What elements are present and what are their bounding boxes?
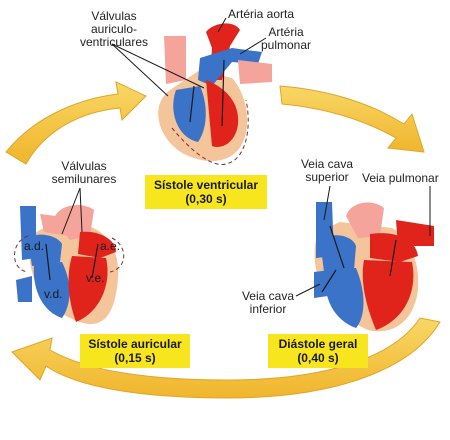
label-semilunar-valves-line-1: Válvulas	[61, 159, 107, 173]
label-inferior-vena-cava-line-1: Veia cava	[241, 289, 295, 303]
label-superior-vena-cava-line-2: superior	[305, 170, 349, 184]
label-pulmonary-artery: Artéria pulmonar	[256, 26, 316, 52]
right-ventricle-right	[325, 268, 364, 328]
inferior-vena-cava-left	[16, 276, 32, 302]
phase-ventricular-systole-time: (0,30 s)	[185, 192, 227, 206]
label-av-valves: Válvulas auriculo- ventriculares	[64, 10, 164, 49]
label-superior-vena-cava: Veia cava superior	[290, 158, 364, 184]
label-left-atrium: a.e.	[100, 239, 121, 253]
pulmonary-vein-top	[238, 60, 272, 84]
heart-atrial-systole	[14, 205, 125, 325]
phase-atrial-systole-time: (0,15 s)	[114, 351, 156, 365]
cycle-arrow-top-left	[5, 81, 147, 165]
blood-flow-arrows-left	[45, 243, 99, 281]
contraction-dashed-outline-left	[14, 235, 125, 273]
phase-ventricular-systole: Sístole ventricular (0,30 s)	[145, 175, 267, 209]
pulmonary-artery-top	[198, 48, 262, 86]
phase-atrial-systole: Sístole auricular (0,15 s)	[80, 334, 190, 368]
pulmonary-artery-left	[40, 214, 72, 236]
label-right-ventricle: v.d.	[44, 287, 63, 301]
left-atrium-left	[78, 231, 116, 258]
heart-ventricular-systole	[158, 23, 272, 166]
left-atrium-right	[370, 233, 418, 262]
cycle-arrow-top-right	[279, 85, 425, 153]
right-ventricle-top	[173, 86, 206, 142]
label-av-valves-line-1: Válvulas	[91, 9, 137, 23]
phase-general-diastole-name: Diástole geral	[278, 337, 358, 351]
label-semilunar-valves-line-2: semilunares	[51, 172, 117, 186]
label-av-valves-line-2: auriculo-	[90, 22, 138, 36]
blood-flow-arrows-top	[189, 59, 225, 127]
label-right-atrium: a.d.	[24, 239, 45, 253]
label-aorta: Artéria aorta	[228, 7, 295, 21]
blood-flow-arrows-right	[321, 225, 397, 293]
right-ventricle-left	[33, 262, 70, 318]
phase-atrial-systole-name: Sístole auricular	[88, 337, 182, 351]
heart-general-diastole	[314, 202, 434, 332]
phase-general-diastole: Diástole geral (0,40 s)	[268, 334, 368, 368]
label-inferior-vena-cava-line-2: inferior	[249, 302, 287, 316]
aorta-right	[346, 202, 384, 238]
label-av-valves-line-3: ventriculares	[79, 35, 149, 49]
label-pulmonary-artery-line-2: pulmonar	[260, 38, 312, 52]
phase-general-diastole-time: (0,40 s)	[297, 351, 339, 365]
label-semilunar-valves: Válvulas semilunares	[44, 160, 124, 186]
right-atrium-right	[320, 235, 356, 272]
left-ventricle-right	[362, 260, 414, 330]
label-left-ventricle: v.e.	[86, 271, 105, 285]
left-ventricle-left	[68, 256, 108, 322]
label-pulmonary-artery-line-1: Artéria	[268, 25, 304, 39]
phase-ventricular-systole-name: Sístole ventricular	[153, 178, 259, 192]
superior-vena-cava-top	[164, 36, 186, 84]
label-inferior-vena-cava: Veia cava inferior	[236, 290, 300, 316]
cycle-arrow-bottom	[11, 317, 441, 399]
right-atrium-left	[28, 234, 62, 266]
label-superior-vena-cava-line-1: Veia cava	[300, 157, 354, 171]
leader-lines	[61, 17, 431, 297]
label-pulmonary-vein: Veia pulmonar	[362, 171, 439, 185]
